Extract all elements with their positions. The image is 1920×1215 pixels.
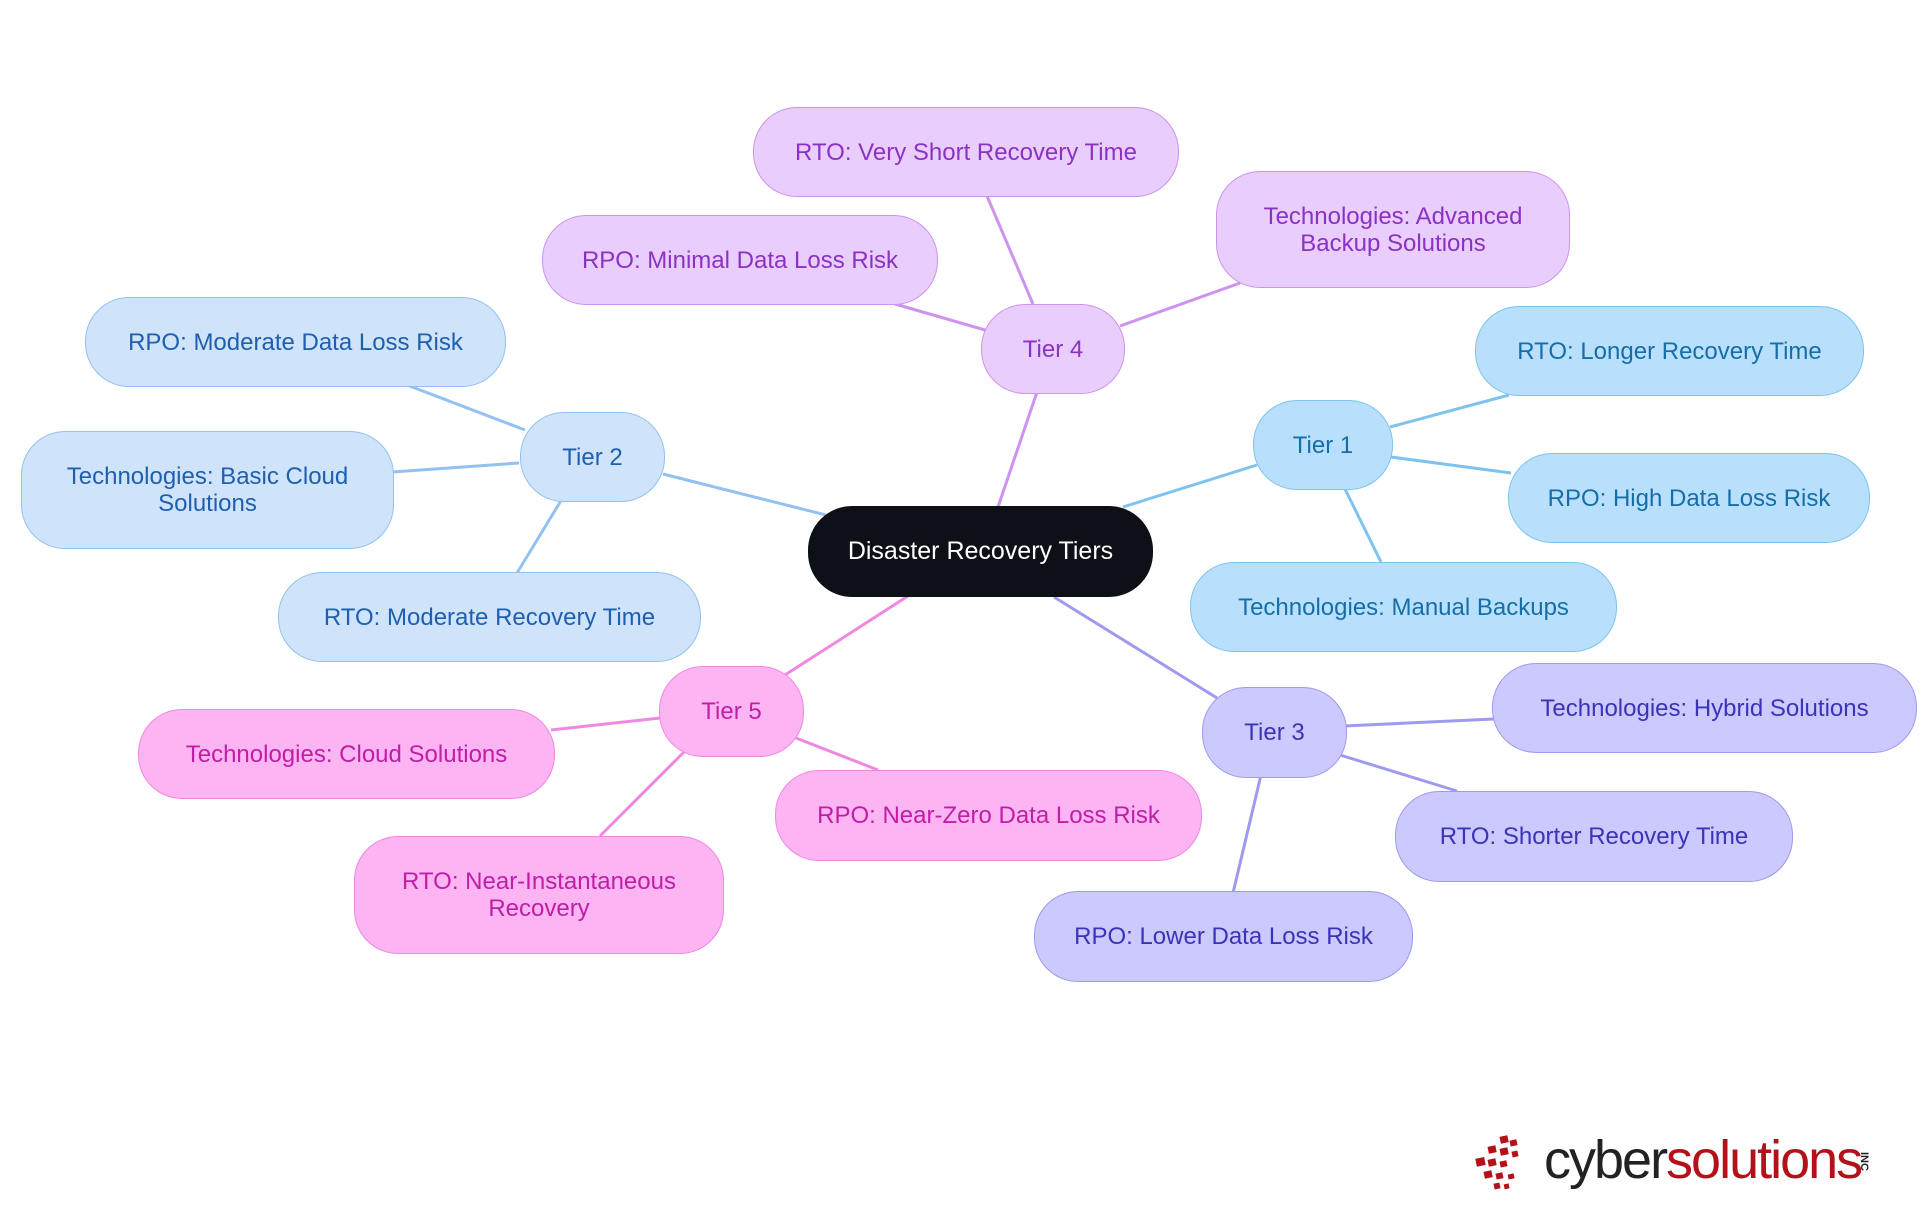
logo-inc-suffix: INC [1858, 1152, 1870, 1171]
edge-tier-2-tech [391, 461, 520, 474]
root-node: Disaster Recovery Tiers [808, 506, 1153, 597]
edge-root-tier-5 [784, 594, 909, 677]
tier-4-node: Tier 4 [981, 304, 1125, 394]
tier-3-tech-node: Technologies: Hybrid Solutions [1492, 663, 1917, 753]
tier-4-tech-node: Technologies: Advanced Backup Solutions [1216, 171, 1570, 288]
tier-4-rpo-node: RPO: Minimal Data Loss Risk [542, 215, 938, 305]
edge-root-tier-1 [1122, 463, 1258, 509]
tier-1-tech-node: Technologies: Manual Backups [1190, 562, 1617, 652]
tier-1-node: Tier 1 [1253, 400, 1393, 490]
tier-3-rpo-node: RPO: Lower Data Loss Risk [1034, 891, 1413, 982]
tier-2-rto-node: RTO: Moderate Recovery Time [278, 572, 701, 662]
edge-tier-3-tech [1343, 717, 1495, 728]
edge-tier-4-rto [985, 195, 1035, 305]
edge-root-tier-4 [996, 391, 1039, 508]
tier-3-node: Tier 3 [1202, 687, 1347, 778]
tier-2-node: Tier 2 [520, 412, 665, 502]
tier-5-rto-node: RTO: Near-Instantaneous Recovery [354, 836, 724, 954]
edge-tier-1-rto [1389, 393, 1510, 429]
edge-tier-5-rto [598, 750, 686, 838]
edge-tier-2-rto [515, 498, 564, 574]
logo-wordmark: cybersolutions [1544, 1130, 1863, 1190]
tier-4-rto-node: RTO: Very Short Recovery Time [753, 107, 1179, 197]
tier-1-rto-node: RTO: Longer Recovery Time [1475, 306, 1864, 396]
company-logo: cybersolutions INC [1474, 1128, 1894, 1198]
edge-tier-1-tech [1343, 488, 1383, 563]
edge-root-tier-2 [662, 472, 827, 517]
tier-3-rto-node: RTO: Shorter Recovery Time [1395, 791, 1793, 882]
tier-1-rpo-node: RPO: High Data Loss Risk [1508, 453, 1870, 543]
logo-text-cyber: cyber [1544, 1130, 1668, 1190]
edge-tier-3-rto [1339, 753, 1458, 793]
edge-root-tier-3 [1053, 595, 1218, 700]
edge-tier-4-tech [1119, 281, 1241, 328]
tier-5-tech-node: Technologies: Cloud Solutions [138, 709, 555, 799]
tier-2-tech-node: Technologies: Basic Cloud Solutions [21, 431, 394, 549]
logo-text-solutions: solutions [1666, 1130, 1863, 1190]
edge-tier-4-rpo [894, 302, 986, 332]
edge-tier-2-rpo [406, 383, 526, 432]
edge-tier-5-tech [550, 716, 661, 732]
edge-tier-3-rpo [1231, 774, 1263, 894]
tier-5-node: Tier 5 [659, 666, 804, 757]
edge-tier-1-rpo [1390, 455, 1512, 475]
tier-5-rpo-node: RPO: Near-Zero Data Loss Risk [775, 770, 1202, 861]
tier-2-rpo-node: RPO: Moderate Data Loss Risk [85, 297, 506, 387]
edge-tier-5-rpo [795, 736, 879, 772]
logo-mark-icon [1475, 1135, 1519, 1190]
